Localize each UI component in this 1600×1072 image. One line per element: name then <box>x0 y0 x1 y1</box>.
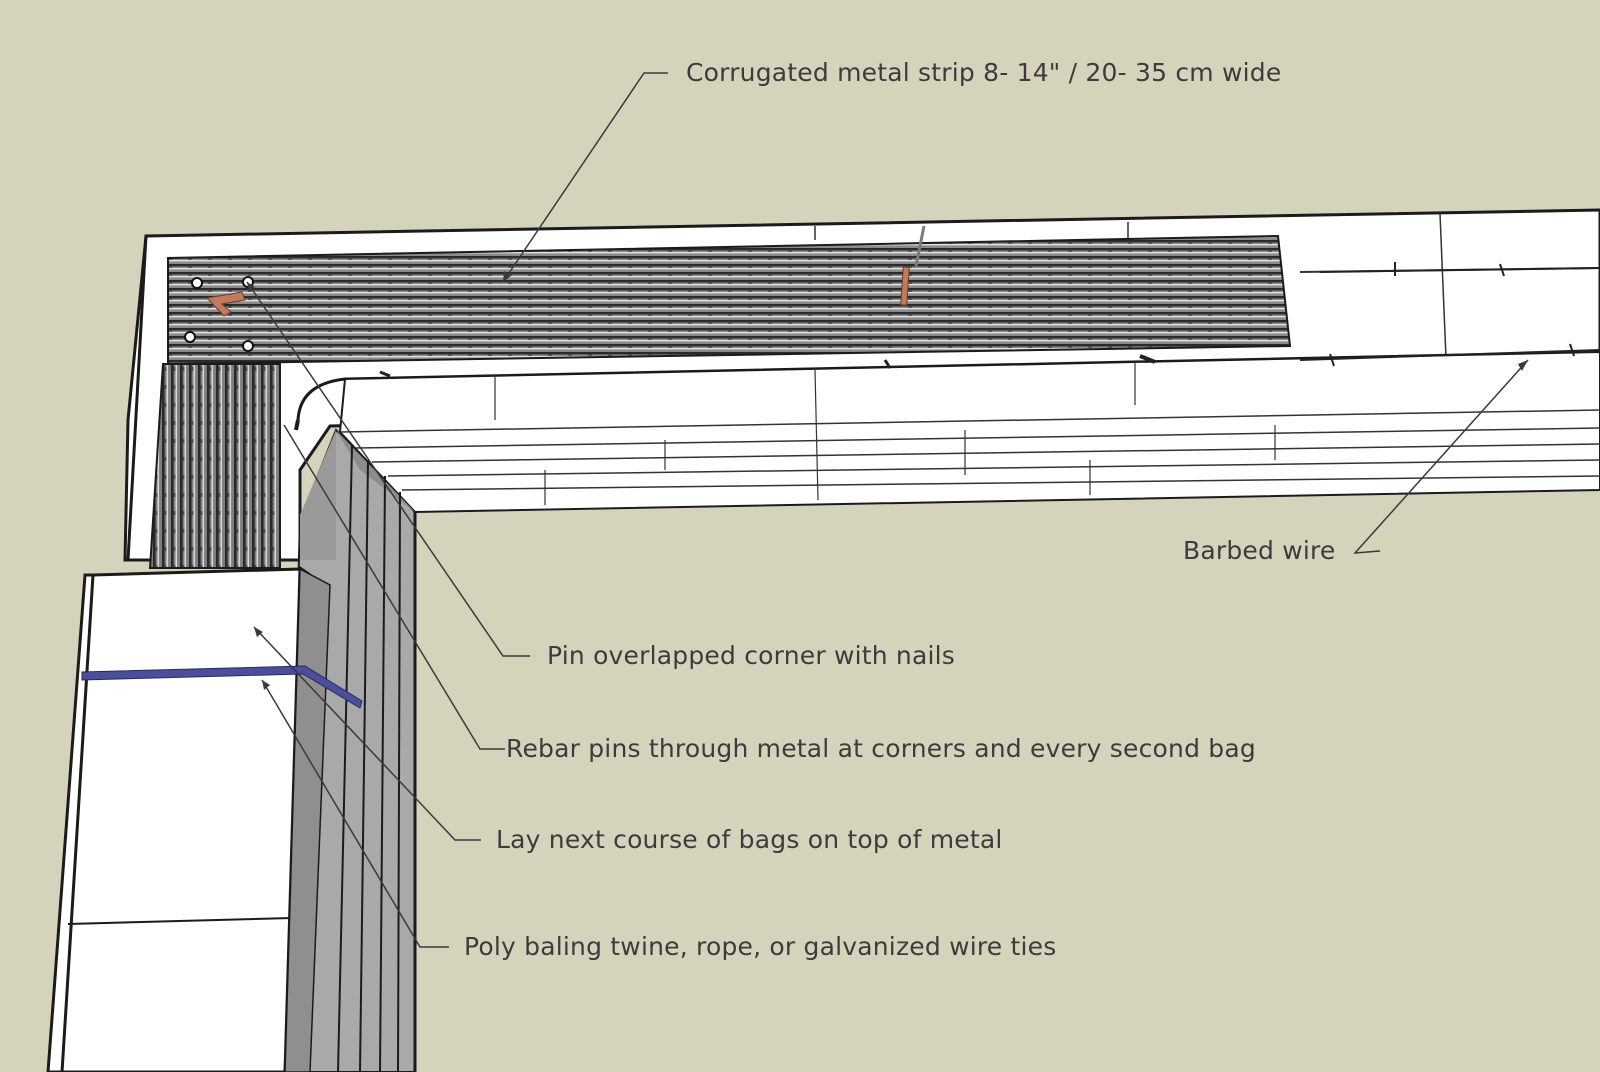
label-ties: Poly baling twine, rope, or galvanized w… <box>464 932 1057 961</box>
leader-rebar-pins <box>283 424 505 750</box>
barbed-wire <box>379 262 1600 378</box>
leader-lines <box>246 72 1529 948</box>
rebar-pins <box>205 225 926 317</box>
tie-band <box>81 665 363 709</box>
leader-barbed-wire <box>1353 359 1529 554</box>
label-rebar-pins: Rebar pins through metal at corners and … <box>506 734 1256 763</box>
corrugated-strip-vertical <box>148 363 281 569</box>
lower-courses <box>338 350 1600 514</box>
leader-arrowheads <box>247 271 1528 690</box>
leader-pin-corner <box>246 281 530 657</box>
label-corrugated-strip: Corrugated metal strip 8- 14" / 20- 35 c… <box>686 58 1282 87</box>
leader-corrugated <box>502 72 668 283</box>
next-course-bags <box>46 565 331 1072</box>
label-pin-corner: Pin overlapped corner with nails <box>547 641 956 670</box>
corrugated-strip-horizontal <box>167 234 1292 366</box>
leader-next-course <box>253 626 481 841</box>
label-barbed-wire: Barbed wire <box>1183 536 1336 565</box>
label-next-course: Lay next course of bags on top of metal <box>496 825 1003 854</box>
leader-ties <box>261 679 449 948</box>
